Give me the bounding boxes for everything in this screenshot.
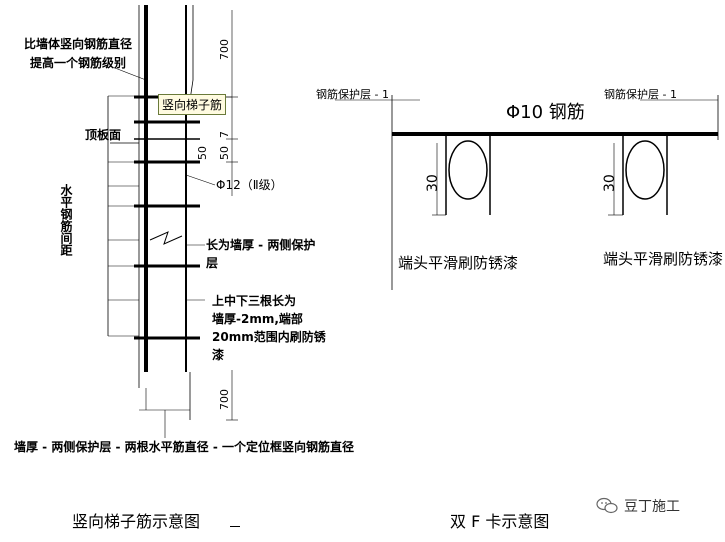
note-length-line1: 长为墙厚 - 两侧保护 <box>206 238 316 252</box>
note-length-line2: 层 <box>206 256 219 270</box>
note-top-line2: 提高一个钢筋级别 <box>30 56 127 70</box>
note-three-line4: 漆 <box>212 348 225 362</box>
caption-cursor <box>230 526 240 527</box>
dim-50-b: 50 <box>218 146 231 160</box>
dim-30-right: 30 <box>602 174 618 192</box>
formula-text: 墙厚 - 两侧保护层 - 两根水平筋直径 - 一个定位框竖向钢筋直径 <box>14 440 355 454</box>
note-three-line3: 20mm范围内刷防锈 <box>212 330 326 344</box>
wechat-icon <box>596 497 618 514</box>
note-top-line1: 比墙体竖向钢筋直径 <box>24 37 133 51</box>
note-three-line2: 墙厚-2mm,端部 <box>212 312 303 326</box>
paint-left-label: 端头平滑刷防锈漆 <box>398 254 519 272</box>
phi12-label: Φ12（Ⅱ级） <box>216 178 283 192</box>
cover-left-label: 钢筋保护层 - 1 <box>316 88 389 101</box>
dim-top-700: 700 <box>218 39 231 60</box>
label-top-board: 顶板面 <box>85 128 122 142</box>
hook-left-circle <box>448 140 488 200</box>
phi10-bar-label: Φ10 钢筋 <box>506 102 585 123</box>
caption-vertical-ladder: 竖向梯子筋示意图 <box>72 512 201 531</box>
cover-right-label: 钢筋保护层 - 1 <box>604 88 677 101</box>
hook-right-circle <box>625 140 665 200</box>
note-three-line1: 上中下三根长为 <box>212 294 297 308</box>
caption-double-f-card: 双 F 卡示意图 <box>450 512 550 531</box>
watermark-text: 豆丁施工 <box>624 499 680 515</box>
dim-30-left: 30 <box>425 174 441 192</box>
watermark: 豆丁施工 <box>596 496 680 516</box>
dim-50-a: 50 <box>196 146 209 160</box>
paint-right-label: 端头平滑刷防锈漆 <box>603 250 724 268</box>
dim-7: 7 <box>218 131 231 138</box>
dim-bottom-700: 700 <box>218 389 231 410</box>
label-horizontal-spacing: 水平钢筋间距 <box>59 184 73 256</box>
tag-vertical-ladder: 竖向梯子筋 <box>158 94 227 115</box>
